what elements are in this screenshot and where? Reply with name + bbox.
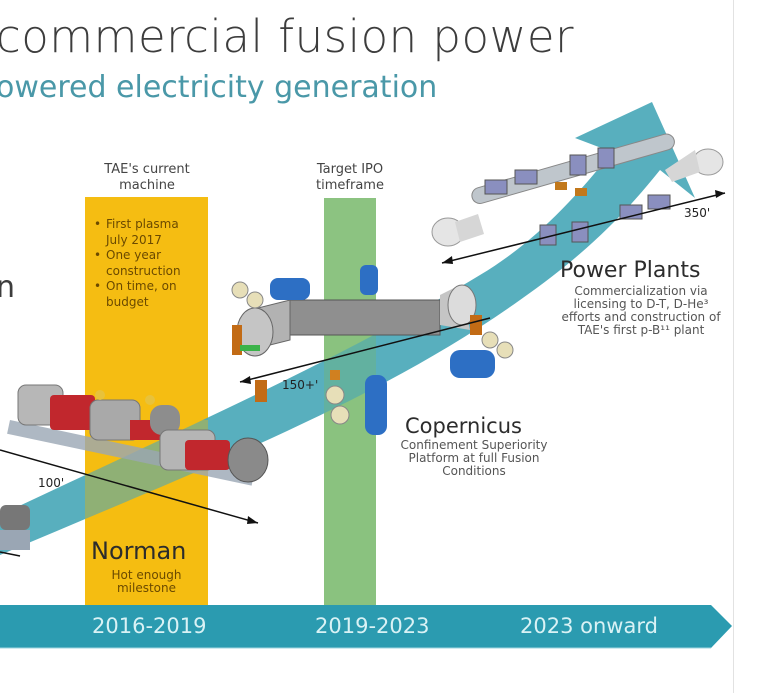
- header-line: machine: [119, 178, 175, 193]
- header-line: timeframe: [316, 178, 384, 193]
- desc-line: TAE's first p-B¹¹ plant: [577, 323, 705, 337]
- desc-line: efforts and construction of: [561, 310, 721, 324]
- power-plant-dimension: 350': [684, 206, 711, 220]
- norman-name: Norman: [91, 537, 187, 565]
- desc-line: Conditions: [442, 464, 506, 478]
- bullet-item: On time, on budget: [92, 279, 204, 310]
- growth-arrow-graphic: [0, 102, 732, 649]
- norman-description: Hot enough milestone: [85, 569, 208, 595]
- header-line: TAE's current: [104, 162, 190, 177]
- power-plants-description: Commercialization via licensing to D-T, …: [550, 285, 732, 337]
- ipo-header: Target IPO timeframe: [300, 162, 400, 194]
- copernicus-machine-illustration: [231, 265, 514, 435]
- desc-line: Confinement Superiority: [400, 438, 548, 452]
- desc-line: licensing to D-T, D-He³: [573, 297, 709, 311]
- desc-line: Hot enough: [111, 568, 182, 582]
- timeline-period-2023-onward: 2023 onward: [520, 614, 658, 638]
- timeline-period-2016-2019: 2016-2019: [92, 614, 207, 638]
- desc-line: Platform at full Fusion: [408, 451, 540, 465]
- norman-dimension: 100': [38, 476, 65, 490]
- bullet-item: One year construction: [92, 248, 204, 279]
- power-plant-illustration: [431, 133, 724, 247]
- norman-machine-illustration: [0, 384, 269, 550]
- copernicus-description: Confinement Superiority Platform at full…: [388, 439, 560, 478]
- power-plants-name: Power Plants: [560, 258, 701, 283]
- slide: commercial fusion power owered electrici…: [0, 0, 733, 693]
- slide-title: commercial fusion power: [0, 10, 575, 63]
- bullet-item: First plasma July 2017: [92, 217, 204, 248]
- current-machine-header: TAE's current machine: [92, 162, 202, 194]
- current-machine-bullets: First plasma July 2017 One year construc…: [92, 217, 204, 310]
- truncated-left-text: n: [0, 270, 16, 305]
- copernicus-dimension: 150+': [282, 378, 319, 392]
- timeline-period-2019-2023: 2019-2023: [315, 614, 430, 638]
- header-line: Target IPO: [316, 162, 384, 177]
- slide-edge-divider: [733, 0, 734, 693]
- desc-line: milestone: [116, 581, 177, 595]
- desc-line: Commercialization via: [574, 284, 708, 298]
- slide-subtitle: owered electricity generation: [0, 70, 438, 105]
- copernicus-name: Copernicus: [405, 414, 522, 438]
